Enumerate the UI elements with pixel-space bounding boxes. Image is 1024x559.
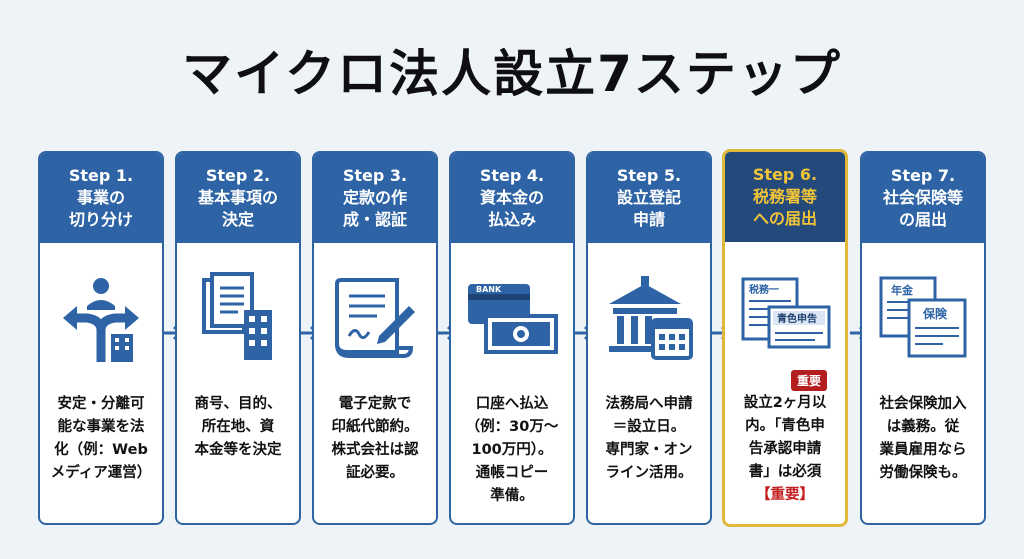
important-note: 【重要】	[756, 487, 814, 503]
step-description-6: 設立2ヶ月以 内。「青色申 告承認申請 書」は必須 【重要】	[725, 392, 845, 507]
description-line: 社会保険加入	[879, 396, 967, 412]
step-title-line: 切り分け	[68, 210, 133, 229]
step-header-7: Step 7. 社会保険等 の届出	[862, 153, 984, 243]
step-title-line: 設立登記	[616, 188, 681, 207]
step-card-7: Step 7. 社会保険等 の届出 年金 保険 社会保険加入 は義務。従 業員雇…	[860, 151, 986, 525]
step-number: Step 6.	[752, 165, 818, 184]
description-line: 設立2ヶ月以	[743, 395, 827, 411]
step-card-1: Step 1. 事業の 切り分け 安定・分離可 能な事業を法 化（例：Web メ…	[38, 151, 164, 525]
bank-card-cash-icon: BANK	[451, 243, 573, 393]
description-line: 能な事業を法	[57, 419, 145, 435]
step-header-6: Step 6. 税務署等 への届出	[725, 152, 845, 242]
steps-row: Step 1. 事業の 切り分け 安定・分離可 能な事業を法 化（例：Web メ…	[38, 149, 988, 527]
step-card-4: Step 4. 資本金の 払込み BANK 口座へ払込 （例：30万～ 100万…	[449, 151, 575, 525]
description-line: 法務局へ申請	[605, 396, 693, 412]
step-title-line: 定款の作	[342, 188, 407, 207]
description-line: 労働保険も。	[879, 465, 967, 481]
step-title-line: 事業の	[76, 188, 125, 207]
description-line: 株式会社は認	[331, 442, 419, 458]
step-description-2: 商号、目的、 所在地、資 本金等を決定	[177, 393, 299, 462]
insurance-label: 保険	[922, 306, 948, 321]
split-path-icon	[40, 243, 162, 393]
step-title-line: 払込み	[487, 210, 536, 229]
tax-form-label: 税務一	[749, 283, 779, 296]
step-card-2: Step 2. 基本事項の 決定 商号、目的、 所在地、資 本金等を決定	[175, 151, 301, 525]
step-card-6: Step 6. 税務署等 への届出 税務一 青色申告 重要 設立2ヶ月以 内。	[722, 149, 848, 527]
description-line: ライン活用。	[605, 465, 693, 481]
important-badge: 重要	[791, 370, 828, 391]
step-title-line: への届出	[752, 209, 817, 228]
description-line: 証必要。	[346, 465, 404, 481]
step-number: Step 5.	[616, 166, 682, 185]
step-title-line: 税務署等	[752, 187, 817, 206]
description-line: 本金等を決定	[194, 442, 282, 458]
step-title-line: 成・認証	[342, 210, 407, 229]
step-number: Step 3.	[342, 166, 408, 185]
step-description-7: 社会保険加入 は義務。従 業員雇用なら 労働保険も。	[862, 393, 984, 485]
document-building-icon	[177, 243, 299, 393]
step-header-4: Step 4. 資本金の 払込み	[451, 153, 573, 243]
description-line: （例：30万～	[465, 419, 559, 435]
step-card-3: Step 3. 定款の作 成・認証 電子定款で 印紙代節約。 株式会社は認 証必…	[312, 151, 438, 525]
step-number: Step 4.	[479, 166, 545, 185]
step-number: Step 7.	[890, 166, 956, 185]
tax-forms-icon: 税務一 青色申告 重要	[725, 242, 845, 392]
blue-return-label: 青色申告	[777, 312, 817, 325]
description-line: ＝設立日。	[612, 419, 686, 435]
step-header-1: Step 1. 事業の 切り分け	[40, 153, 162, 243]
description-line: 100万円）。	[471, 442, 553, 458]
description-line: 電子定款で	[338, 396, 412, 412]
step-description-3: 電子定款で 印紙代節約。 株式会社は認 証必要。	[314, 393, 436, 485]
step-header-3: Step 3. 定款の作 成・認証	[314, 153, 436, 243]
step-title-line: 決定	[221, 210, 254, 229]
pension-label: 年金	[891, 283, 914, 297]
scroll-pen-icon	[314, 243, 436, 393]
description-line: 業員雇用なら	[879, 442, 967, 458]
page-title: マイクロ法人設立7ステップ	[182, 45, 842, 103]
description-line: 書」は必須	[748, 464, 822, 480]
description-line: 所在地、資	[201, 419, 275, 435]
step-title-line: 申請	[632, 210, 665, 229]
step-title-line: 資本金の	[479, 188, 544, 207]
description-line: 準備。	[490, 488, 534, 504]
description-line: 安定・分離可	[57, 396, 145, 412]
step-card-5: Step 5. 設立登記 申請 法務局へ申請 ＝設立日。 専門家・オン	[586, 151, 712, 525]
step-description-1: 安定・分離可 能な事業を法 化（例：Web メディア運営）	[40, 393, 162, 485]
description-line: 内。「青色申	[745, 418, 825, 434]
description-line: は義務。従	[886, 419, 960, 435]
bank-label: BANK	[476, 285, 502, 294]
description-line: 口座へ払込	[475, 396, 549, 412]
description-line: 化（例：Web	[54, 442, 148, 458]
step-description-4: 口座へ払込 （例：30万～ 100万円）。 通帳コピー 準備。	[451, 393, 573, 508]
description-line: メディア運営）	[50, 465, 152, 481]
step-header-5: Step 5. 設立登記 申請	[588, 153, 710, 243]
description-line: 専門家・オン	[605, 442, 693, 458]
step-title-line: 基本事項の	[197, 188, 278, 207]
step-title-line: の届出	[898, 210, 947, 229]
description-line: 告承認申請	[748, 441, 822, 457]
step-description-5: 法務局へ申請 ＝設立日。 専門家・オン ライン活用。	[588, 393, 710, 485]
step-number: Step 2.	[205, 166, 271, 185]
description-line: 商号、目的、	[194, 396, 282, 412]
government-calendar-icon	[588, 243, 710, 393]
description-line: 通帳コピー	[475, 465, 549, 481]
description-line: 印紙代節約。	[331, 419, 419, 435]
insurance-forms-icon: 年金 保険	[862, 243, 984, 393]
step-number: Step 1.	[68, 166, 134, 185]
step-title-line: 社会保険等	[882, 188, 963, 207]
step-header-2: Step 2. 基本事項の 決定	[177, 153, 299, 243]
